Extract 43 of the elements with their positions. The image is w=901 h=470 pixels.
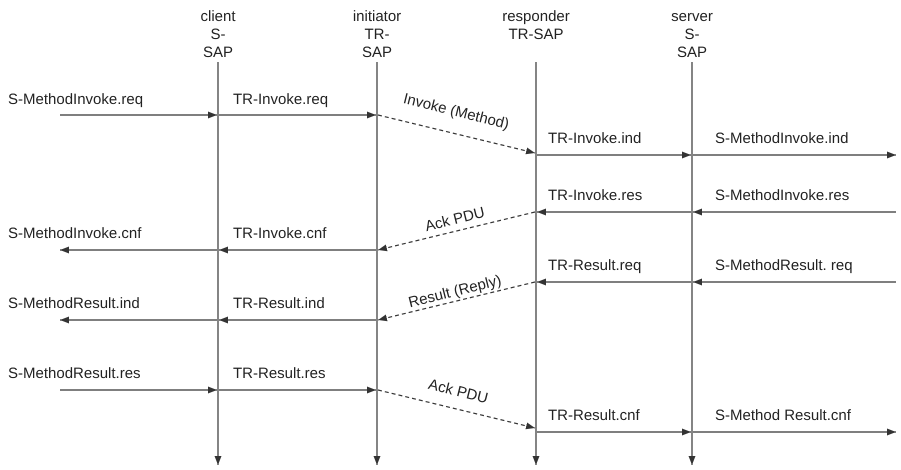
arrow xyxy=(537,152,691,158)
edge-label: S-Method Result.cnf xyxy=(715,407,851,425)
arrow xyxy=(60,246,217,254)
edge-label: TR-Result.ind xyxy=(233,295,325,313)
arrow xyxy=(693,428,896,436)
edge-label: S-MethodInvoke.res xyxy=(715,187,850,205)
arrow xyxy=(693,208,896,216)
arrow xyxy=(537,208,691,216)
arrow xyxy=(60,316,217,324)
arrow xyxy=(537,278,691,286)
edge-label: Ack PDU xyxy=(426,376,490,408)
lifeline-header: server S-SAP xyxy=(671,8,713,62)
edge-label: S-MethodInvoke.cnf xyxy=(8,225,142,243)
dashed-arrow xyxy=(378,281,536,322)
edge-label: S-MethodResult.res xyxy=(8,365,141,383)
arrow xyxy=(219,112,376,118)
edge-label: TR-Result.req xyxy=(548,257,642,275)
edge-label: TR-Result.cnf xyxy=(548,407,640,425)
edge-label: TR-Invoke.req xyxy=(233,91,328,109)
edge-label: TR-Invoke.cnf xyxy=(233,225,326,243)
dashed-arrow xyxy=(378,211,536,252)
edge-label: TR-Invoke.res xyxy=(548,187,642,205)
edge-label: S-MethodResult. req xyxy=(715,257,853,275)
lifeline-header: initiator TR-SAP xyxy=(352,8,402,62)
arrow xyxy=(219,386,376,394)
edge-label: TR-Result.res xyxy=(233,365,326,383)
arrow xyxy=(60,386,217,394)
dashed-arrow xyxy=(378,114,536,155)
dashed-arrow xyxy=(378,389,536,430)
arrow xyxy=(693,278,896,286)
lifeline-header: responder TR-SAP xyxy=(502,8,570,44)
arrow xyxy=(60,112,217,118)
arrow xyxy=(219,246,376,254)
arrow xyxy=(537,428,691,436)
arrow xyxy=(219,316,376,324)
edge-label: S-MethodInvoke.req xyxy=(8,91,144,109)
edge-label: Ack PDU xyxy=(423,204,487,236)
edge-label: TR-Invoke.ind xyxy=(548,130,642,148)
edge-label: S-MethodInvoke.ind xyxy=(715,130,848,148)
edge-label: S-MethodResult.ind xyxy=(8,295,140,313)
lifeline-header: client S-SAP xyxy=(200,8,236,62)
arrow xyxy=(693,152,896,158)
edge-label: Result (Reply) xyxy=(406,272,504,312)
